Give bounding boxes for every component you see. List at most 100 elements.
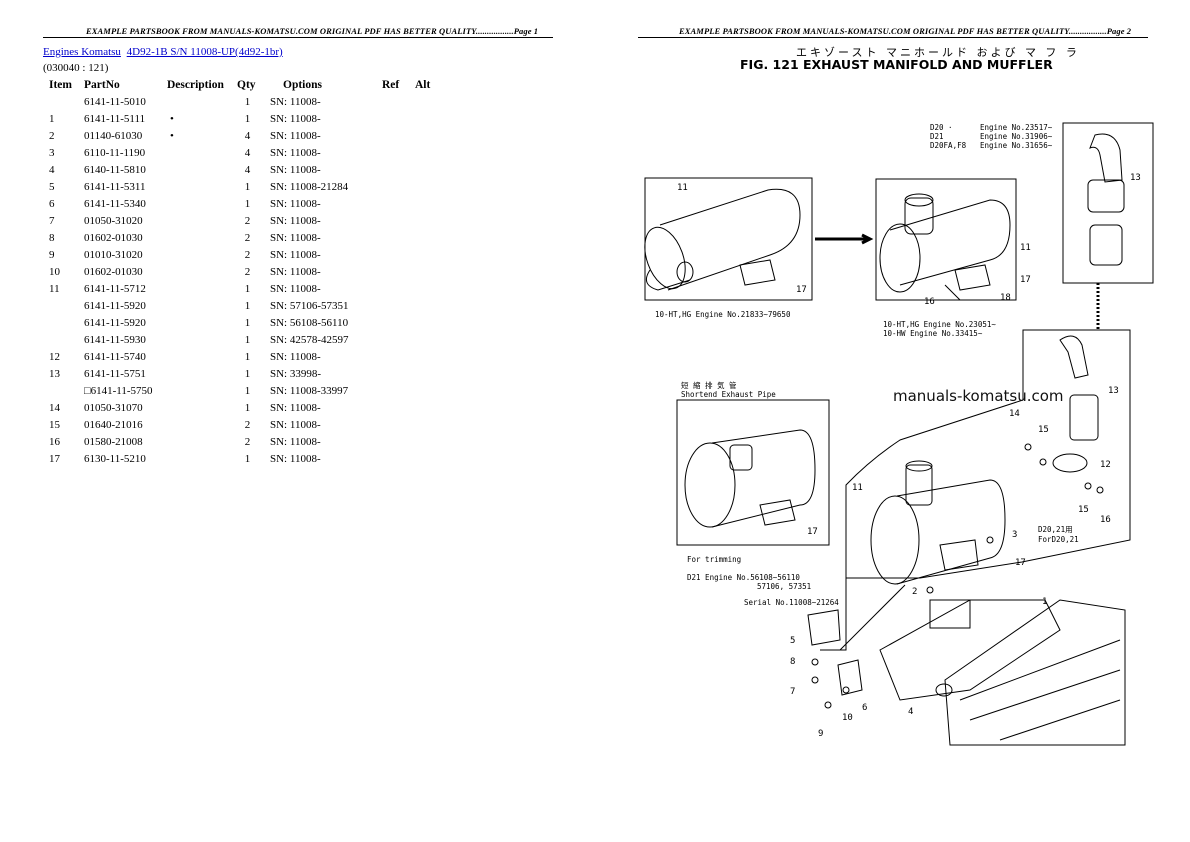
callout-11: 11 <box>1020 243 1031 253</box>
cell-ref <box>375 399 412 416</box>
cell-item: 15 <box>49 418 60 431</box>
cell-description <box>167 161 232 178</box>
callout-17: 17 <box>807 527 818 537</box>
cell-item: 7 <box>49 214 55 227</box>
callout-13: 13 <box>1108 386 1119 396</box>
cell-item: 9 <box>49 248 55 261</box>
callout-7: 7 <box>790 687 795 697</box>
cell-description <box>167 331 232 348</box>
cell-alt <box>412 450 430 467</box>
washer-15b <box>1084 482 1092 490</box>
bolt-2 <box>926 586 934 594</box>
cell-options: SN: 11008- <box>270 282 321 295</box>
leader-line-1 <box>820 578 847 651</box>
cell-alt <box>412 127 430 144</box>
figure-title: FIG. 121 EXHAUST MANIFOLD AND MUFFLER <box>740 57 1053 72</box>
cell-item: 12 <box>49 350 60 363</box>
cell-qty: 1 <box>244 112 251 125</box>
bolt-3 <box>986 536 994 544</box>
cell-description <box>167 416 232 433</box>
d20-model-2: D20FA,F8 <box>930 141 967 150</box>
callout-17: 17 <box>1015 558 1026 568</box>
cell-alt <box>412 416 430 433</box>
right-page: EXAMPLE PARTSBOOK FROM MANUALS-KOMATSU.C… <box>595 0 1190 842</box>
cell-alt <box>412 314 430 331</box>
arrow-1 <box>815 233 874 245</box>
cell-item: 2 <box>49 129 55 142</box>
cell-alt <box>412 110 430 127</box>
callout-13: 13 <box>1130 173 1141 183</box>
cell-options: SN: 11008- <box>270 146 321 159</box>
d20-engine-2: Engine No.31656~ <box>980 141 1053 150</box>
header-rule <box>638 37 1148 38</box>
col-header-item: Item <box>49 79 72 91</box>
cell-options: SN: 11008- <box>270 401 321 414</box>
left-page: EXAMPLE PARTSBOOK FROM MANUALS-KOMATSU.C… <box>43 26 553 467</box>
col-header-options: Options <box>283 79 322 91</box>
callout-5: 5 <box>790 636 795 646</box>
cell-ref <box>375 195 412 212</box>
cell-alt <box>412 93 430 110</box>
cell-qty: 1 <box>244 197 251 210</box>
cell-description <box>167 93 232 110</box>
pipe-drawing-lower <box>1059 335 1099 441</box>
cell-description: • <box>170 112 174 125</box>
cell-qty: 2 <box>244 265 251 278</box>
nut-16 <box>1096 486 1104 494</box>
box2-caption-1: 10-HW Engine No.33415~ <box>883 329 983 338</box>
callout-16: 16 <box>1100 515 1111 525</box>
cell-options: SN: 11008- <box>270 214 321 227</box>
serial-label: Serial No.11008~21264 <box>744 598 839 607</box>
table-header-row: Item PartNo Description Qty Options Ref … <box>43 77 430 93</box>
callout-9: 9 <box>818 729 823 739</box>
breadcrumb-link-model[interactable]: 4D92-1B S/N 11008-UP(4d92-1br) <box>126 46 283 58</box>
cell-partno: 01602-01030 <box>84 265 143 278</box>
cell-partno: 6141-11-5920 <box>84 316 146 329</box>
bracket-5 <box>807 609 841 646</box>
cell-qty: 1 <box>244 350 251 363</box>
d20-engine-0: Engine No.23517~ <box>980 123 1053 132</box>
cell-qty: 1 <box>244 452 251 465</box>
callout-16: 16 <box>924 297 935 307</box>
cell-description <box>167 450 232 467</box>
cell-options: SN: 56108-56110 <box>270 316 349 329</box>
cell-item: 6 <box>49 197 55 210</box>
callout-11: 11 <box>852 483 863 493</box>
cell-options: SN: 11008- <box>270 95 321 108</box>
for-trimming: For trimming <box>687 555 741 564</box>
cell-alt <box>412 280 430 297</box>
figure-title-japanese: エキゾースト マニホールド および マ フ ラ <box>796 46 1080 59</box>
cell-options: SN: 11008- <box>270 452 321 465</box>
cell-options: SN: 11008- <box>270 163 321 176</box>
diagram-box-2 <box>875 178 1017 301</box>
cell-partno: 6141-11-5311 <box>84 180 146 193</box>
col-header-qty: Qty <box>237 79 256 91</box>
cell-description <box>167 297 232 314</box>
col-header-alt: Alt <box>415 79 431 91</box>
breadcrumb-link-engines[interactable]: Engines Komatsu <box>43 46 121 58</box>
callout-12: 12 <box>1100 460 1111 470</box>
washer-15 <box>1039 458 1047 466</box>
cell-item: 4 <box>49 163 55 176</box>
cell-partno: 6141-11-5920 <box>84 299 146 312</box>
muffler-drawing-main <box>870 460 1006 585</box>
header-rule <box>43 37 553 38</box>
cell-description <box>167 399 232 416</box>
cell-ref <box>375 110 412 127</box>
d20-model-0: D20 · <box>930 123 953 132</box>
cell-description <box>167 144 232 161</box>
diagram-region-outline <box>845 329 1131 579</box>
cell-description <box>167 246 232 263</box>
cell-item: 17 <box>49 452 60 465</box>
pipe-drawing <box>1087 133 1125 266</box>
cell-qty: 4 <box>244 129 251 142</box>
exhaust-diagram: 11 17 11 16 17 18 13 13 14 15 12 15 16 1… <box>644 122 1154 746</box>
